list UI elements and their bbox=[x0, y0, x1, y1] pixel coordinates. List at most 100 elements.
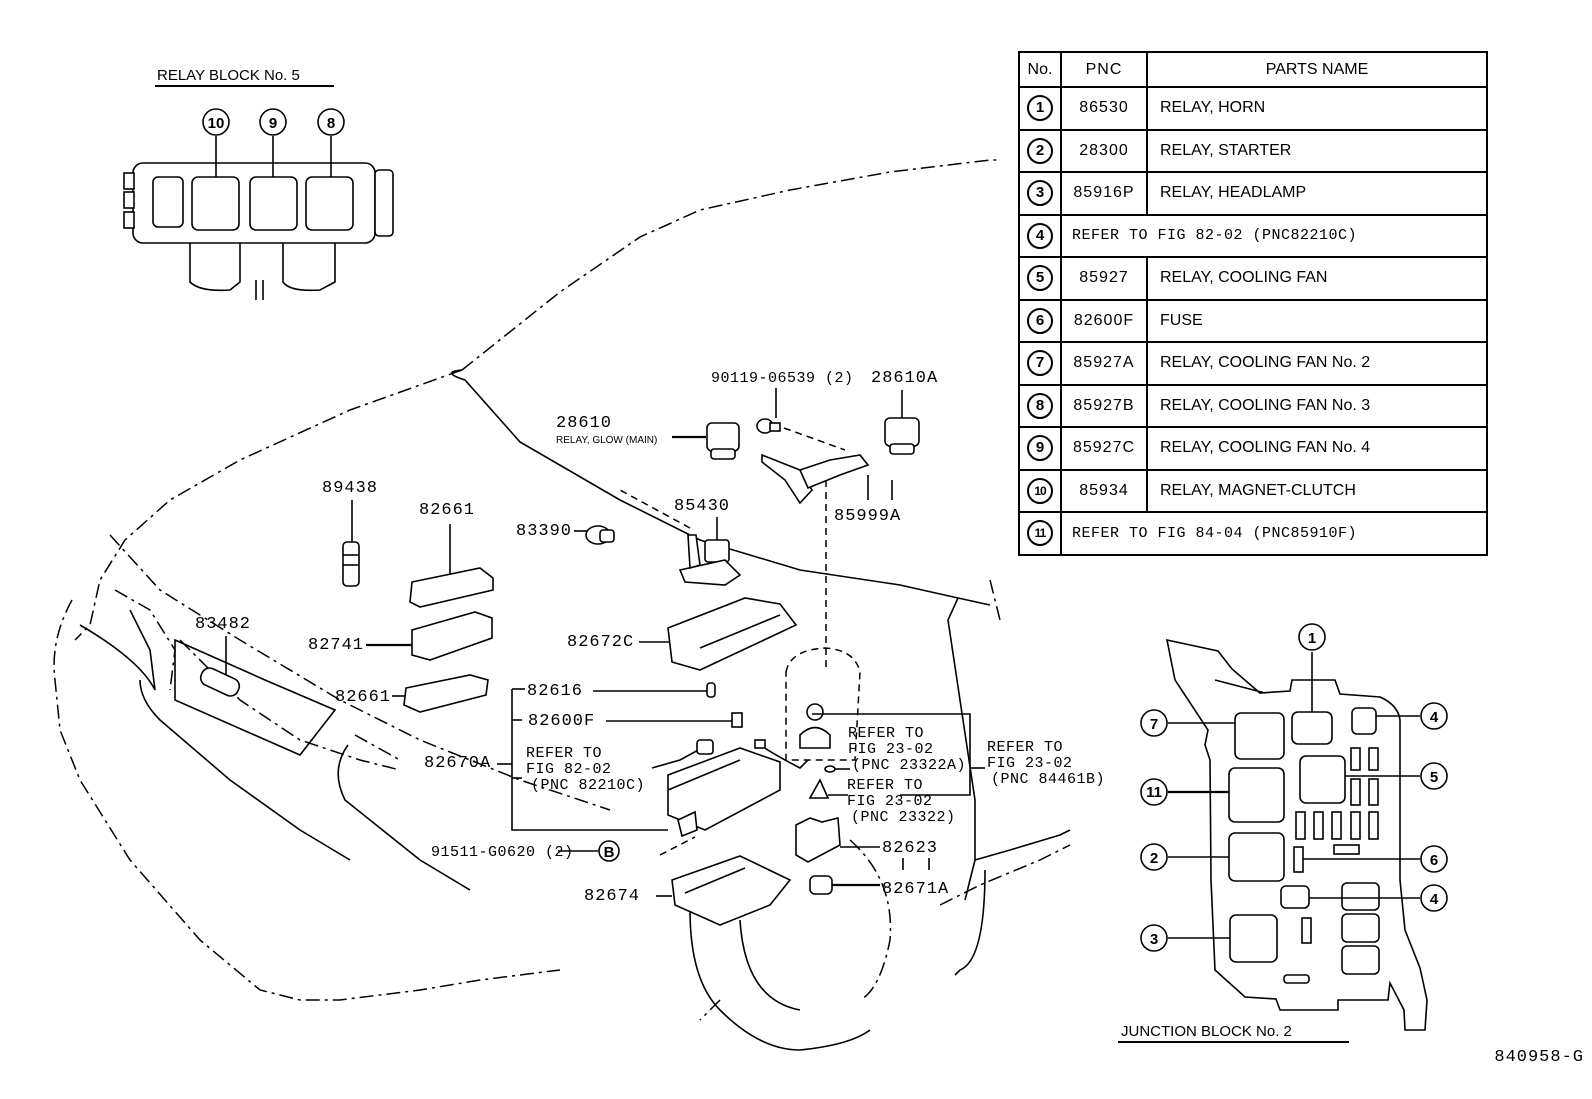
refer-23322A[interactable]: REFER TO FIG 23-02 (PNC 23322A) bbox=[754, 713, 985, 796]
figure-code: 840958-G bbox=[1494, 1048, 1584, 1067]
part-82623[interactable]: 82623 bbox=[795, 816, 938, 870]
circled-number: 8 bbox=[1027, 392, 1053, 419]
svg-text:90119-06539 (2): 90119-06539 (2) bbox=[711, 370, 854, 387]
svg-text:83482: 83482 bbox=[195, 615, 251, 634]
header-no: No. bbox=[1018, 51, 1062, 88]
jb-slot-11 bbox=[1228, 767, 1285, 823]
part-83482[interactable]: 83482 bbox=[195, 615, 251, 699]
header-parts-name: PARTS NAME bbox=[1146, 51, 1488, 88]
jb-callout-6: 6 bbox=[1430, 852, 1438, 869]
row-number: 9 bbox=[1018, 426, 1062, 471]
jb-slot-4b bbox=[1280, 885, 1310, 909]
part-28610[interactable]: 28610 RELAY, GLOW (MAIN) bbox=[556, 414, 740, 460]
clip-icon bbox=[706, 682, 716, 698]
row-reference: REFER TO FIG 82-02 (PNC82210C) bbox=[1060, 213, 1488, 258]
jb-slot-5 bbox=[1299, 755, 1346, 804]
svg-text:REFER TO: REFER TO bbox=[526, 745, 602, 762]
row-pnc: 85927A bbox=[1060, 341, 1148, 386]
part-91511-G0620[interactable]: 91511-G0620 (2) B bbox=[431, 840, 620, 862]
row-pnc: 85934 bbox=[1060, 468, 1148, 513]
washer-tank bbox=[785, 647, 861, 761]
relay-slot-8 bbox=[305, 176, 354, 231]
part-82672C[interactable]: 82672C bbox=[567, 597, 798, 671]
row-pnc: 28300 bbox=[1060, 128, 1148, 173]
callout-8: 8 bbox=[327, 115, 335, 132]
jb-callout-7: 7 bbox=[1150, 716, 1158, 733]
svg-text:28610: 28610 bbox=[556, 414, 612, 433]
row-number: 11 bbox=[1018, 511, 1062, 556]
row-number: 7 bbox=[1018, 341, 1062, 386]
jb-callout-5: 5 bbox=[1430, 769, 1438, 786]
clip-icon bbox=[809, 875, 833, 895]
jb-callout-4b: 4 bbox=[1430, 891, 1439, 908]
circled-number: 1 bbox=[1027, 95, 1053, 122]
row-number: 5 bbox=[1018, 256, 1062, 301]
circled-number: 3 bbox=[1027, 180, 1053, 207]
row-number: 8 bbox=[1018, 383, 1062, 428]
table-row[interactable]: 4 REFER TO FIG 82-02 (PNC82210C) bbox=[1018, 213, 1488, 258]
part-82661-cover[interactable]: 82661 bbox=[409, 501, 494, 608]
relay-block-title: RELAY BLOCK No. 5 bbox=[157, 67, 300, 84]
part-82674[interactable]: 82674 bbox=[584, 855, 792, 926]
svg-text:REFER TO: REFER TO bbox=[987, 739, 1063, 756]
car-body-outline bbox=[53, 159, 1071, 1051]
svg-text:89438: 89438 bbox=[322, 479, 378, 498]
svg-text:82616: 82616 bbox=[527, 682, 583, 701]
refer-23322[interactable]: REFER TO FIG 23-02 (PNC 23322) bbox=[808, 777, 956, 826]
circled-number: 9 bbox=[1027, 435, 1053, 462]
relay-slot-10 bbox=[191, 176, 240, 231]
svg-text:91511-G0620 (2): 91511-G0620 (2) bbox=[431, 844, 574, 861]
jb-callout-11: 11 bbox=[1146, 784, 1162, 801]
jb-slot-1 bbox=[1291, 711, 1333, 745]
part-28610A[interactable]: 28610A bbox=[871, 369, 938, 455]
row-number: 2 bbox=[1018, 128, 1062, 173]
part-82741[interactable]: 82741 bbox=[308, 611, 493, 661]
jb-slot-4a bbox=[1351, 707, 1377, 735]
part-85999A[interactable]: 85999A bbox=[761, 453, 901, 670]
circled-number: 4 bbox=[1027, 222, 1053, 249]
jb-callout-1: 1 bbox=[1308, 630, 1316, 647]
part-82661-tray[interactable]: 82661 bbox=[335, 674, 489, 713]
part-90119-06539[interactable]: 90119-06539 (2) bbox=[711, 370, 854, 451]
fuse-box-icon bbox=[667, 747, 781, 831]
part-83390[interactable]: 83390 bbox=[516, 522, 615, 545]
row-pnc: 85916P bbox=[1060, 171, 1148, 216]
svg-text:82600F: 82600F bbox=[528, 712, 595, 731]
circled-number: 5 bbox=[1027, 265, 1053, 292]
jb-callout-2: 2 bbox=[1150, 850, 1158, 867]
row-reference: REFER TO FIG 84-04 (PNC85910F) bbox=[1060, 511, 1488, 556]
row-number: 4 bbox=[1018, 213, 1062, 258]
junction-block-title: JUNCTION BLOCK No. 2 bbox=[1121, 1023, 1292, 1040]
refer-84461B[interactable]: REFER TO FIG 23-02 (PNC 84461B) bbox=[987, 739, 1105, 788]
callout-10: 10 bbox=[208, 115, 225, 132]
svg-text:82671A: 82671A bbox=[882, 880, 949, 899]
row-parts-name: RELAY, COOLING FAN No. 4 bbox=[1146, 426, 1488, 471]
jb-slot-7 bbox=[1234, 712, 1285, 760]
part-82671A[interactable]: 82671A bbox=[809, 875, 949, 899]
svg-text:82672C: 82672C bbox=[567, 633, 634, 652]
junction-block-2: 1 7 4 11 5 2 6 4 3 JUNCTION BLOCK No. 2 bbox=[1118, 623, 1448, 1043]
svg-text:83390: 83390 bbox=[516, 522, 572, 541]
svg-text:82741: 82741 bbox=[308, 636, 364, 655]
relay-icon bbox=[884, 417, 920, 447]
row-pnc: 85927B bbox=[1060, 383, 1148, 428]
row-number: 10 bbox=[1018, 468, 1062, 513]
part-89438[interactable]: 89438 bbox=[322, 479, 378, 587]
svg-text:REFER TO: REFER TO bbox=[847, 777, 923, 794]
part-82670A[interactable]: 82616 82600F 82670A REFER TO FIG 82-02 (… bbox=[424, 682, 781, 856]
row-number: 3 bbox=[1018, 171, 1062, 216]
part-85430[interactable]: 85430 bbox=[619, 489, 742, 586]
bolt-marker: B bbox=[604, 844, 615, 861]
